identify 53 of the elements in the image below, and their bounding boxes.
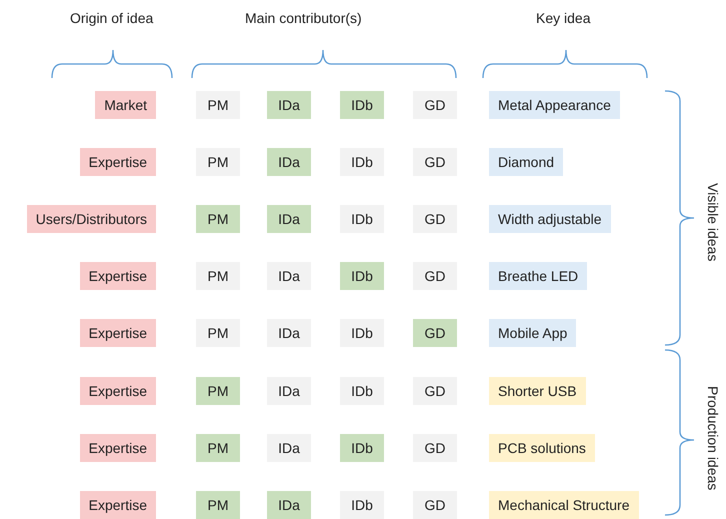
contributor-label: PM [196, 491, 240, 519]
contributor-label: GD [413, 91, 457, 119]
key-idea-label: Diamond [489, 148, 564, 176]
origin-label: Expertise [80, 491, 156, 519]
contributor-label: GD [413, 434, 457, 462]
contributor-label: PM [196, 205, 240, 233]
contributor-label: GD [413, 491, 457, 519]
origin-label: Users/Distributors [26, 205, 156, 233]
key-idea-label: Metal Appearance [489, 91, 620, 119]
contributor-label: IDb [340, 434, 384, 462]
column-heading: Key idea [536, 10, 590, 26]
contributor-label: PM [196, 434, 240, 462]
origin-label: Expertise [80, 148, 156, 176]
group-label: Visible ideas [705, 183, 721, 262]
contributor-label: IDa [267, 148, 311, 176]
contributor-label: PM [196, 91, 240, 119]
contributor-label: IDa [267, 91, 311, 119]
contributor-label: PM [196, 377, 240, 405]
contributor-label: IDb [340, 148, 384, 176]
contributor-label: IDb [340, 319, 384, 347]
contributor-label: PM [196, 319, 240, 347]
contributor-label: GD [413, 205, 457, 233]
origin-label: Expertise [80, 434, 156, 462]
contributor-label: PM [196, 262, 240, 290]
contributor-label: PM [196, 148, 240, 176]
key-idea-label: Mobile App [489, 319, 576, 347]
origin-label: Market [95, 91, 156, 119]
origin-label: Expertise [80, 262, 156, 290]
origin-label: Expertise [80, 319, 156, 347]
contributor-label: IDb [340, 91, 384, 119]
key-idea-label: Mechanical Structure [489, 491, 639, 519]
contributor-label: GD [413, 262, 457, 290]
key-idea-label: Width adjustable [489, 205, 611, 233]
contributor-label: IDb [340, 491, 384, 519]
contributor-label: IDa [267, 491, 311, 519]
key-idea-label: Shorter USB [489, 377, 586, 405]
contributor-label: IDa [267, 377, 311, 405]
contributor-label: IDb [340, 205, 384, 233]
group-label: Production ideas [705, 386, 721, 490]
contributor-label: GD [413, 377, 457, 405]
origin-label: Expertise [80, 377, 156, 405]
key-idea-label: Breathe LED [489, 262, 588, 290]
key-idea-label: PCB solutions [489, 434, 595, 462]
contributor-label: IDb [340, 377, 384, 405]
column-heading: Main contributor(s) [245, 10, 362, 26]
contributor-label: IDa [267, 205, 311, 233]
contributor-label: GD [413, 148, 457, 176]
contributor-label: IDa [267, 434, 311, 462]
contributor-label: IDb [340, 262, 384, 290]
contributor-label: GD [413, 319, 457, 347]
contributor-label: IDa [267, 262, 311, 290]
column-heading: Origin of idea [70, 10, 154, 26]
contributor-label: IDa [267, 319, 311, 347]
